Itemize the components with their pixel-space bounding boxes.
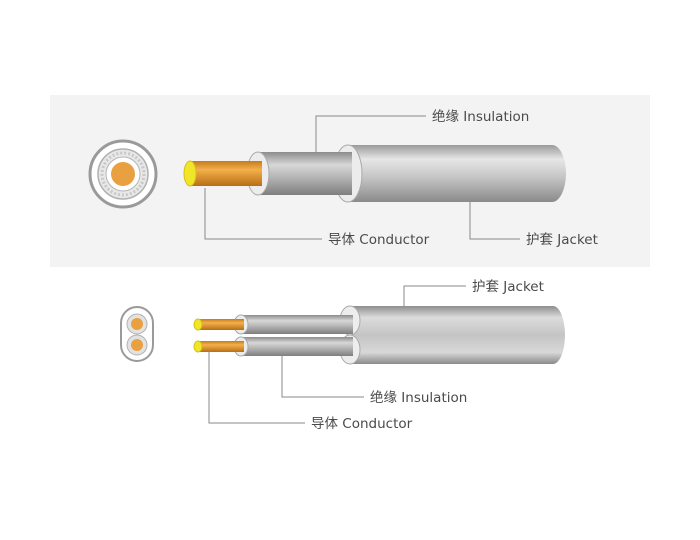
- lower-core-insulation: [241, 337, 353, 356]
- top-conductor-label: 导体 Conductor: [328, 232, 430, 248]
- conductor-face: [183, 160, 197, 187]
- conductor-body: [190, 161, 262, 186]
- top-jacket-label: 护套 Jacket: [526, 232, 598, 248]
- flat-jacket-leader-line: [403, 285, 466, 306]
- jacket-body: [348, 145, 566, 202]
- flat-jacket-body: [350, 306, 565, 364]
- top-insulation-label: 绝缘 Insulation: [432, 109, 529, 125]
- flat-conductor-leader-line: [208, 351, 305, 424]
- insulation-leader-line: [315, 115, 426, 152]
- flat-insulation-leader-line: [281, 354, 364, 398]
- round-cable-cross-section: [88, 139, 158, 209]
- jacket-leader-line: [469, 202, 520, 240]
- upper-conductor: [198, 319, 244, 330]
- insulation-body: [258, 152, 352, 195]
- round-cable-side-view: [183, 144, 566, 203]
- upper-conductor-face: [193, 318, 203, 331]
- conductor-leader-line: [204, 188, 322, 240]
- lower-conductor: [198, 341, 244, 352]
- lower-conductor-face: [193, 340, 203, 353]
- upper-core-insulation: [241, 315, 353, 334]
- bottom-insulation-label: 绝缘 Insulation: [370, 390, 467, 406]
- flat-cable-cross-section: [120, 306, 154, 362]
- flat-cable-side-view: [193, 305, 565, 365]
- bottom-jacket-label: 护套 Jacket: [472, 279, 544, 295]
- bottom-conductor-label: 导体 Conductor: [311, 416, 413, 432]
